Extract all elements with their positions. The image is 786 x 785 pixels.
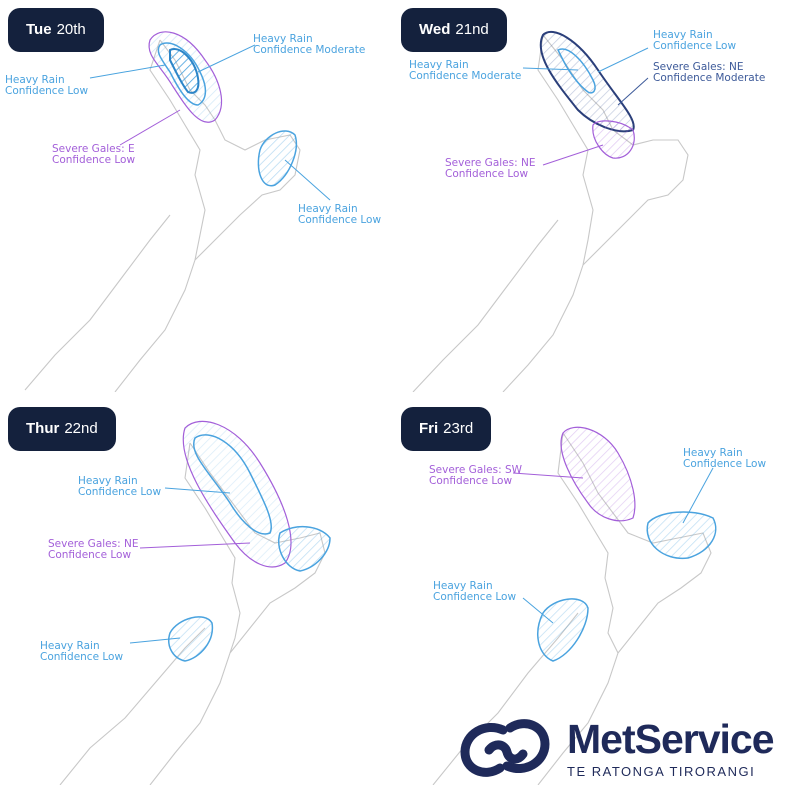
heavy-rain-south-area (537, 598, 589, 662)
nz-map-fri (432, 426, 717, 785)
nz-map-thur (59, 420, 331, 785)
nz-map-wed (412, 30, 689, 392)
coastline (412, 34, 689, 392)
leader-lines (89, 44, 331, 201)
heavy-rain-east-area (646, 511, 717, 559)
heavy-rain-area (192, 434, 272, 535)
severe-gales-area (560, 426, 636, 522)
heavy-rain-east-area (257, 130, 297, 187)
leader-lines (129, 487, 251, 644)
heavy-rain-moderate-area (556, 48, 596, 94)
logo-wordmark: MetService (567, 716, 775, 762)
leader-lines (522, 47, 649, 166)
heavy-rain-moderate-area (169, 48, 200, 94)
logo-subtitle: TE RATONGA TIRORANGI (567, 764, 756, 779)
severe-gales-moderate-area (539, 30, 635, 133)
leader-lines (512, 467, 714, 624)
severe-gales-area (182, 420, 292, 568)
heavy-rain-south-area (168, 616, 214, 662)
metservice-logo-icon (460, 719, 550, 777)
nz-map-tue (24, 31, 331, 392)
severe-gales-low-area (592, 120, 635, 159)
heavy-rain-low-area (157, 42, 207, 106)
heavy-rain-east-area (278, 526, 331, 572)
metservice-logo: MetService TE RATONGA TIRORANGI (455, 712, 785, 784)
